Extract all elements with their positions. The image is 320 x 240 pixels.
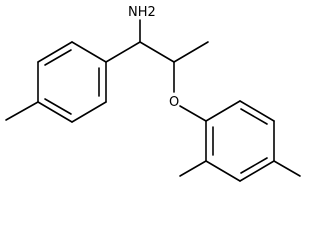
- ether-bond: [179, 105, 207, 122]
- tolyl-ring: [37, 41, 107, 123]
- ring-bond: [239, 100, 275, 122]
- ring-bond: [205, 160, 241, 182]
- ring-bond: [239, 160, 275, 182]
- methyl-bond: [5, 101, 39, 121]
- chain-bond: [139, 41, 175, 63]
- ring-bond: [71, 101, 107, 123]
- chain-bond: [105, 41, 141, 63]
- ring-bond: [37, 101, 73, 123]
- ring-double-bond: [44, 49, 72, 66]
- ring-bond: [37, 41, 73, 63]
- chemical-structure-diagram: NH2 O: [5, 5, 301, 182]
- ring-bond: [205, 100, 241, 122]
- ring-bond: [71, 41, 107, 63]
- ring-double-bond: [240, 157, 268, 174]
- ring-double-bond: [44, 98, 72, 115]
- ring-double-bond: [240, 108, 268, 125]
- ortho-methyl-bond: [179, 160, 207, 177]
- para-methyl-bond: [273, 160, 301, 177]
- dimethylphenyl-ring: [205, 100, 275, 182]
- backbone-chain: [105, 19, 209, 122]
- ether-oxygen-label: O: [169, 95, 179, 110]
- methyl-bond: [173, 41, 209, 63]
- amine-label: NH2: [128, 5, 156, 20]
